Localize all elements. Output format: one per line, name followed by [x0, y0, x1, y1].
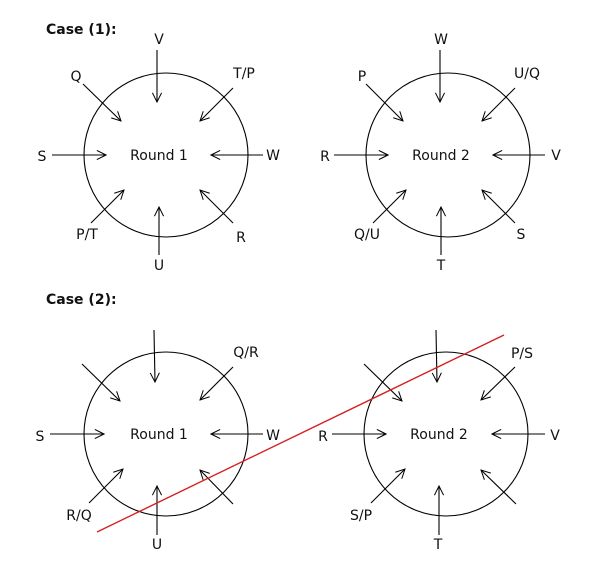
case-2-title: Case (2):: [46, 292, 117, 308]
seat-label-northeast: U/Q: [514, 66, 540, 82]
seat-label-south: T: [436, 258, 446, 274]
round-label: Round 2: [410, 427, 468, 443]
seat-label-northwest: Q: [70, 69, 81, 85]
seat-label-west: R: [318, 429, 328, 445]
arrow-southwest: [90, 190, 124, 224]
seat-label-southwest: Q/U: [354, 227, 380, 243]
seat-label-southwest: P/T: [76, 227, 98, 243]
arrow-southwest: [372, 190, 406, 224]
seat-label-south: U: [154, 258, 164, 274]
seat-label-southeast: S: [517, 227, 526, 243]
arrow-northeast: [200, 87, 234, 121]
seat-label-southwest: S/P: [350, 508, 372, 524]
seat-label-southwest: R/Q: [66, 508, 91, 524]
arrow-southeast: [481, 470, 517, 505]
seat-label-east: W: [266, 148, 280, 164]
seat-label-south: T: [433, 537, 443, 553]
arrow-north: [436, 329, 437, 382]
seat-label-west: S: [38, 149, 47, 165]
seat-label-north: V: [154, 32, 164, 48]
case-1-round-1: Round 1 V T/P W R U P/T S Q: [38, 32, 281, 274]
seat-label-northeast: P/S: [511, 346, 533, 362]
round-label: Round 2: [412, 148, 470, 164]
seat-label-east: W: [266, 428, 280, 444]
rejection-strike-line: [96, 334, 505, 533]
arrow-southwest: [370, 469, 405, 504]
seat-label-northeast: Q/R: [233, 345, 259, 361]
arrow-northwest: [365, 83, 403, 121]
round-label: Round 1: [130, 148, 188, 164]
arrow-northwest: [82, 83, 121, 121]
arrow-northeast: [200, 366, 234, 400]
seat-label-northwest: P: [358, 69, 366, 85]
arrow-northwest: [363, 363, 402, 401]
case-1-round-2: Round 2 W U/Q V S T Q/U R P: [320, 32, 561, 274]
arrow-northeast: [481, 366, 516, 400]
seat-label-west: S: [36, 429, 45, 445]
arrow-northwest: [81, 363, 120, 401]
seat-label-west: R: [320, 149, 330, 165]
seat-label-northeast: T/P: [232, 66, 255, 82]
arrow-southeast: [200, 190, 234, 224]
case-2-round-1: Round 1 Q/R W U R/Q S: [36, 329, 280, 553]
arrow-northeast: [482, 87, 516, 121]
case-2-round-2: Round 2 P/S V T S/P R: [318, 329, 560, 553]
seat-label-east: V: [550, 428, 560, 444]
arrow-southwest: [88, 469, 123, 504]
arrow-north: [154, 329, 155, 382]
seat-label-southeast: R: [236, 230, 246, 246]
seat-label-east: V: [551, 148, 561, 164]
case-1-title: Case (1):: [46, 22, 117, 38]
arrow-southeast: [200, 470, 234, 505]
arrow-southeast: [482, 190, 516, 224]
seat-label-north: W: [434, 32, 448, 48]
round-label: Round 1: [130, 427, 188, 443]
seat-label-south: U: [152, 537, 162, 553]
